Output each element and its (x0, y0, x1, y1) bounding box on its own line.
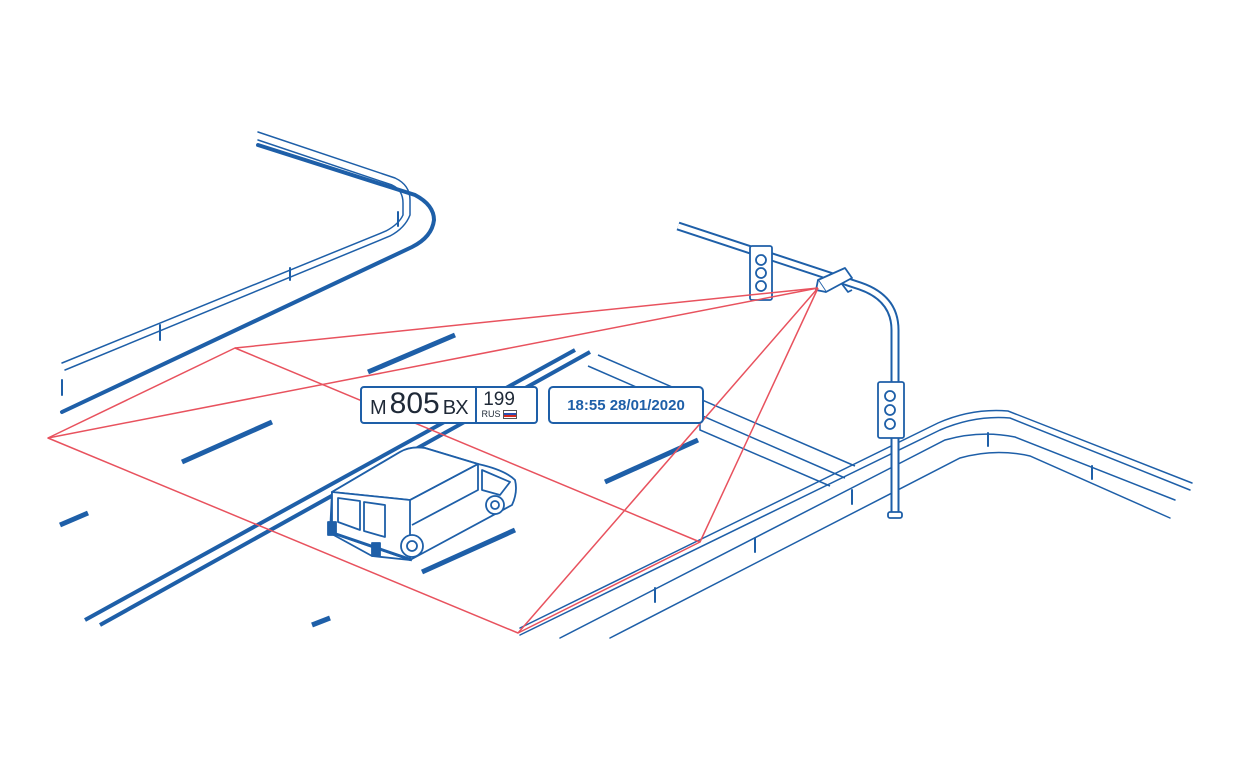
camera-field-of-view (47, 287, 819, 634)
van-icon (327, 446, 517, 562)
flag-icon (502, 409, 517, 419)
license-plate: М 805 ВХ 199 RUS (360, 386, 538, 424)
far-guardrail (60, 131, 437, 414)
plate-letter-left: М (370, 397, 387, 419)
traffic-light-icon (877, 381, 905, 439)
plate-number: М 805 ВХ (362, 388, 475, 422)
plate-country-row: RUS (482, 409, 517, 419)
plate-letters-right: ВХ (442, 397, 469, 419)
plate-digits: 805 (389, 387, 440, 420)
plate-region-block: 199 RUS (477, 388, 522, 422)
camera-icon (815, 267, 853, 293)
timestamp-text: 18:55 28/01/2020 (567, 396, 685, 414)
plate-region-code: 199 (483, 389, 515, 410)
plate-country-code: RUS (481, 409, 501, 419)
traffic-light-icon (749, 245, 773, 301)
traffic-light-pole (676, 221, 903, 519)
plate-divider (474, 388, 477, 422)
timestamp-badge: 18:55 28/01/2020 (548, 386, 704, 424)
near-guardrail (519, 409, 1193, 639)
